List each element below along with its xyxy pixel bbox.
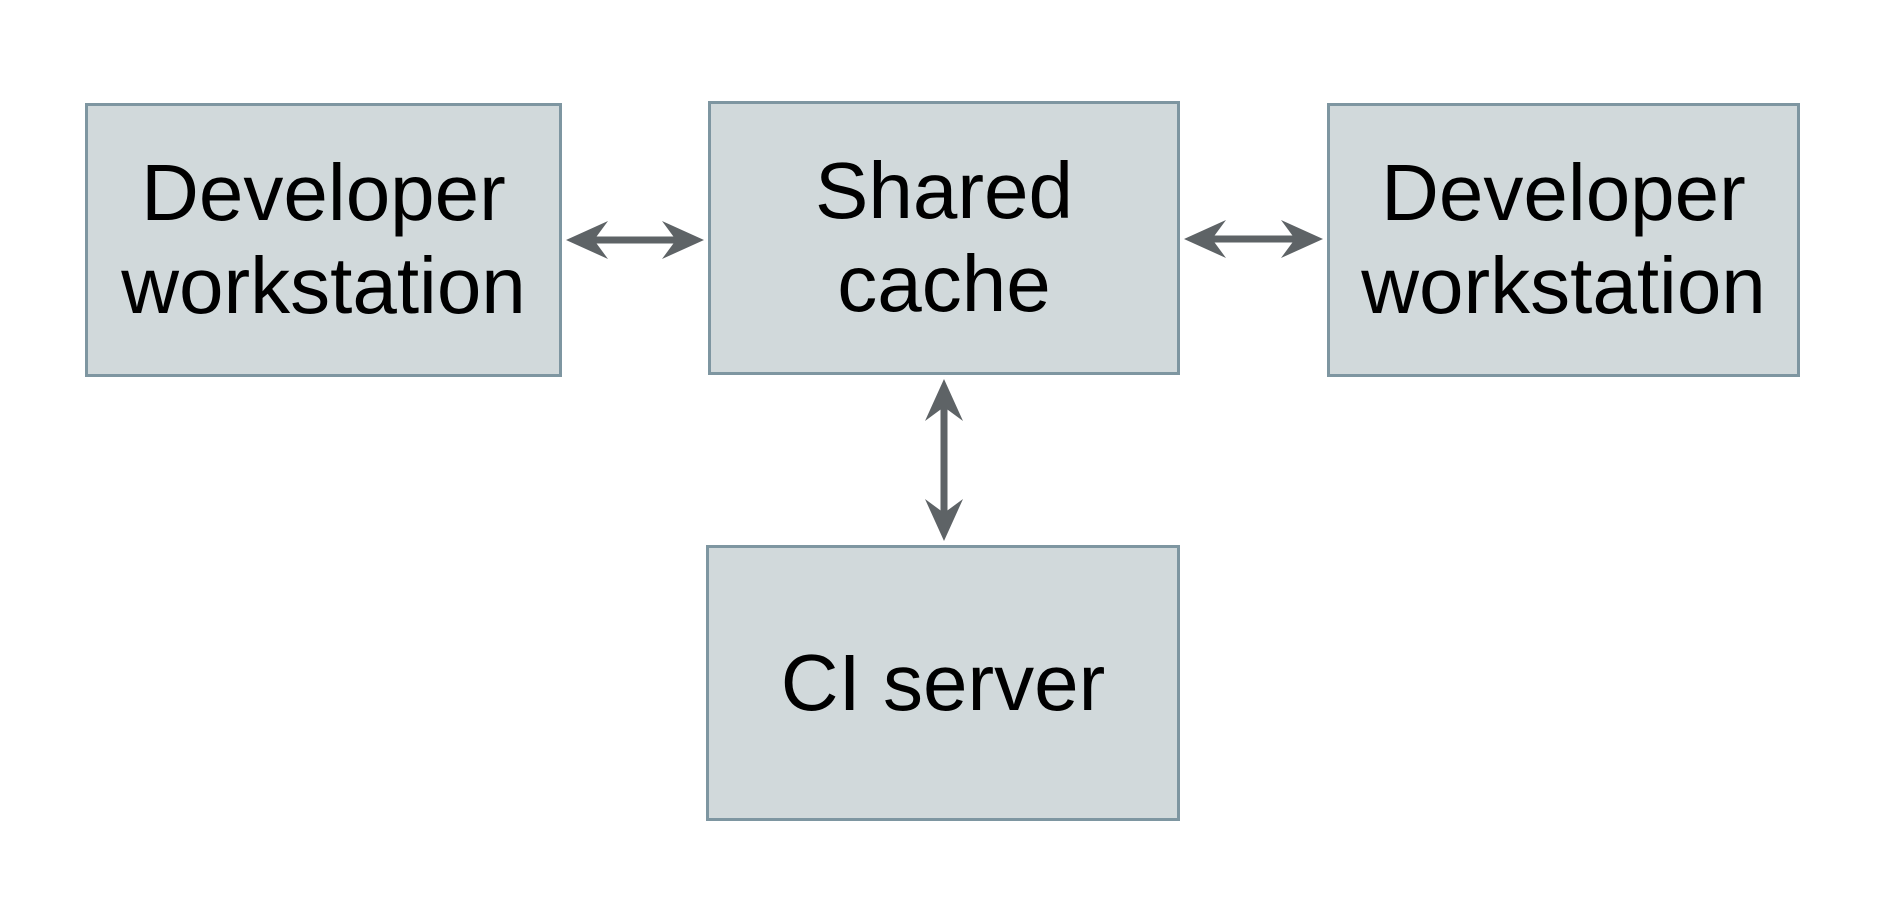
node-label: CI server	[780, 637, 1106, 727]
node-shared-cache: Shared cache	[708, 101, 1180, 375]
node-developer-workstation-left: Developer workstation	[85, 103, 562, 377]
arrow-sharedcache-devright	[1184, 220, 1323, 258]
node-label: Shared cache	[815, 146, 1073, 328]
node-ci-server: CI server	[706, 545, 1180, 821]
arrow-devleft-sharedcache	[566, 221, 704, 259]
arrow-sharedcache-ciserver	[925, 379, 963, 541]
node-label: Developer workstation	[121, 148, 526, 330]
node-developer-workstation-right: Developer workstation	[1327, 103, 1800, 377]
node-label: Developer workstation	[1361, 148, 1766, 330]
